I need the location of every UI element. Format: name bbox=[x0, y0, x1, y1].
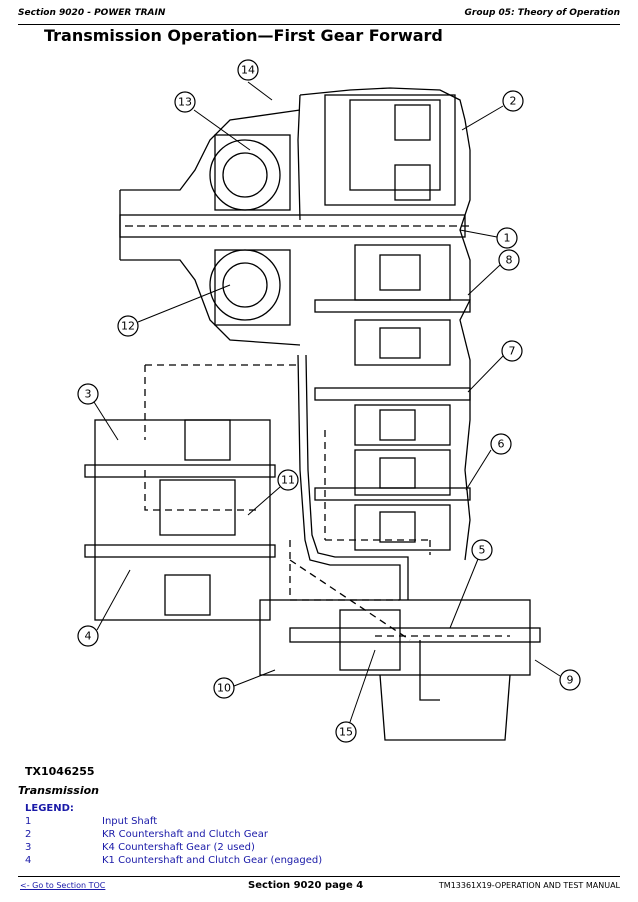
legend-title: LEGEND: bbox=[25, 803, 74, 814]
callout-3: 3 bbox=[77, 383, 119, 441]
svg-text:5: 5 bbox=[479, 544, 486, 557]
section-label: Section 9020 - POWER TRAIN bbox=[18, 8, 166, 18]
svg-text:10: 10 bbox=[217, 682, 231, 695]
svg-text:14: 14 bbox=[241, 64, 255, 77]
legend-item-text: K1 Countershaft and Clutch Gear (engaged… bbox=[102, 855, 323, 866]
callout-4: 4 bbox=[77, 569, 131, 647]
transmission-diagram: 14 13 2 1 8 12 7 3 6 11 5 4 bbox=[77, 59, 581, 743]
manual-name: TM13361X19-OPERATION AND TEST MANUAL bbox=[438, 881, 620, 890]
svg-text:1: 1 bbox=[504, 232, 511, 245]
callout-11: 11 bbox=[247, 469, 299, 516]
group-label: Group 05: Theory of Operation bbox=[464, 8, 620, 18]
svg-text:2: 2 bbox=[510, 95, 517, 108]
legend-item-number: 1 bbox=[25, 816, 32, 827]
legend-item-text: KR Countershaft and Clutch Gear bbox=[102, 829, 268, 840]
callout-9: 9 bbox=[534, 659, 581, 691]
legend-item-text: K4 Countershaft Gear (2 used) bbox=[102, 842, 255, 853]
legend-item-number: 3 bbox=[25, 842, 32, 853]
svg-text:13: 13 bbox=[178, 96, 192, 109]
figure-caption: Transmission bbox=[18, 784, 100, 797]
callout-6: 6 bbox=[465, 433, 512, 491]
callout-15: 15 bbox=[335, 649, 376, 743]
callout-12: 12 bbox=[117, 284, 231, 337]
legend-item-number: 4 bbox=[25, 855, 32, 866]
svg-text:4: 4 bbox=[85, 630, 92, 643]
callout-10: 10 bbox=[213, 669, 276, 699]
page-footer: <- Go to Section TOC Section 9020 page 4… bbox=[18, 876, 620, 893]
page-number: Section 9020 page 4 bbox=[248, 880, 364, 891]
svg-text:11: 11 bbox=[281, 474, 295, 487]
section-toc-link[interactable]: <- Go to Section TOC bbox=[20, 881, 106, 890]
legend-item-text: Input Shaft bbox=[102, 816, 158, 827]
svg-text:8: 8 bbox=[506, 254, 513, 267]
legend-item-number: 2 bbox=[25, 829, 32, 840]
figure-code: TX1046255 bbox=[25, 765, 95, 778]
svg-text:7: 7 bbox=[509, 345, 516, 358]
svg-text:9: 9 bbox=[567, 674, 574, 687]
svg-text:3: 3 bbox=[85, 388, 92, 401]
callout-7: 7 bbox=[467, 340, 523, 393]
page-title: Transmission Operation—First Gear Forwar… bbox=[44, 26, 443, 45]
callout-2: 2 bbox=[461, 90, 524, 131]
callout-14: 14 bbox=[237, 59, 273, 101]
svg-text:15: 15 bbox=[339, 726, 353, 739]
callout-5: 5 bbox=[449, 539, 493, 629]
callout-8: 8 bbox=[467, 249, 520, 296]
page-header: Section 9020 - POWER TRAIN Group 05: The… bbox=[18, 6, 620, 25]
callout-13: 13 bbox=[174, 91, 251, 151]
callout-1: 1 bbox=[459, 227, 518, 249]
svg-text:6: 6 bbox=[498, 438, 505, 451]
svg-text:12: 12 bbox=[121, 320, 135, 333]
